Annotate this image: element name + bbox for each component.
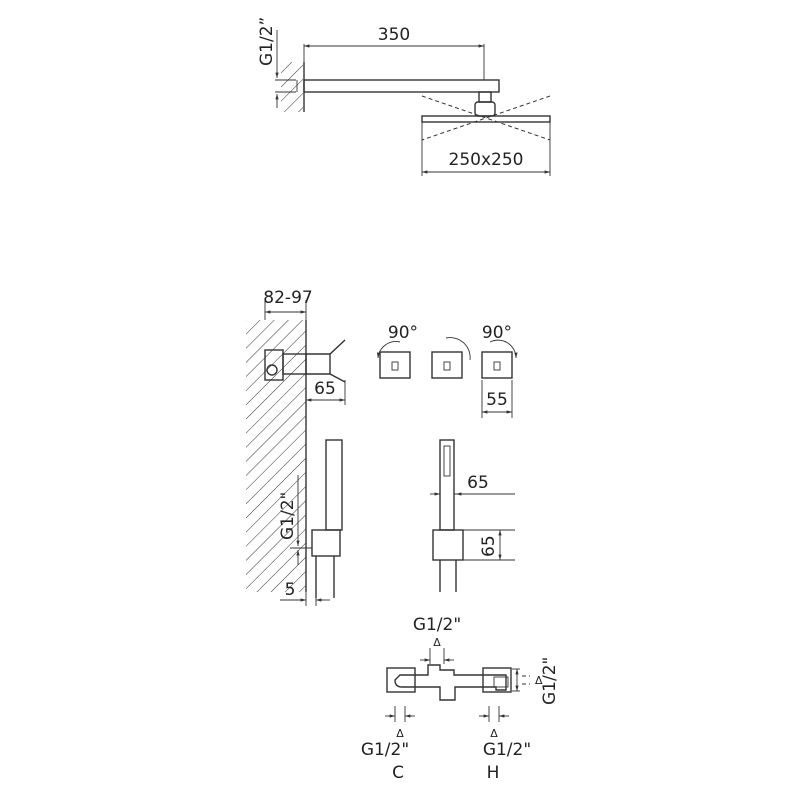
hand-shower-horizontal-label: 65 (467, 473, 489, 493)
mixer-body-view: G1/2" Δ Δ G1/2" Δ G1/2" C Δ G1/2" H (361, 615, 560, 783)
top-inlet-label: G1/2" (413, 615, 461, 635)
shower-head (421, 115, 551, 123)
side-thread-label: G1/2" (278, 492, 298, 540)
offset-label: 5 (285, 580, 296, 600)
svg-text:Δ: Δ (433, 636, 441, 649)
cold-inlet-label: G1/2" (361, 740, 409, 760)
hot-inlet-label: G1/2" (483, 740, 531, 760)
handle-rotation-view: 90° 90° 55 (376, 323, 518, 418)
hot-label: H (487, 763, 500, 783)
shower-arm-view: 350 G1/2” 250x250 (257, 17, 551, 176)
right-angle-label: 90° (482, 323, 512, 343)
left-angle-label: 90° (388, 323, 418, 343)
svg-text:Δ: Δ (535, 674, 543, 687)
shower-arm (303, 79, 500, 93)
svg-text:Δ: Δ (396, 727, 404, 740)
wall-depth-label: 82-97 (263, 288, 312, 308)
wall-mount-view: 82-97 65 G1/2" 5 (246, 288, 346, 606)
wall-section-top (281, 62, 303, 112)
hand-shower-view: 65 65 (430, 439, 515, 592)
arm-length-label: 350 (378, 25, 410, 45)
side-outlet-label: G1/2" (540, 657, 560, 705)
wall-section (246, 320, 306, 592)
hand-shower-vertical-label: 65 (479, 535, 499, 557)
head-size-label: 250x250 (449, 150, 524, 170)
handle-width-label: 55 (486, 390, 508, 410)
cold-label: C (392, 763, 404, 783)
mixer-body (394, 664, 507, 701)
hand-shower-side (325, 439, 343, 531)
arm-thread-label: G1/2” (257, 17, 277, 66)
svg-text:Δ: Δ (490, 727, 498, 740)
handle-projection-label: 65 (314, 379, 336, 399)
